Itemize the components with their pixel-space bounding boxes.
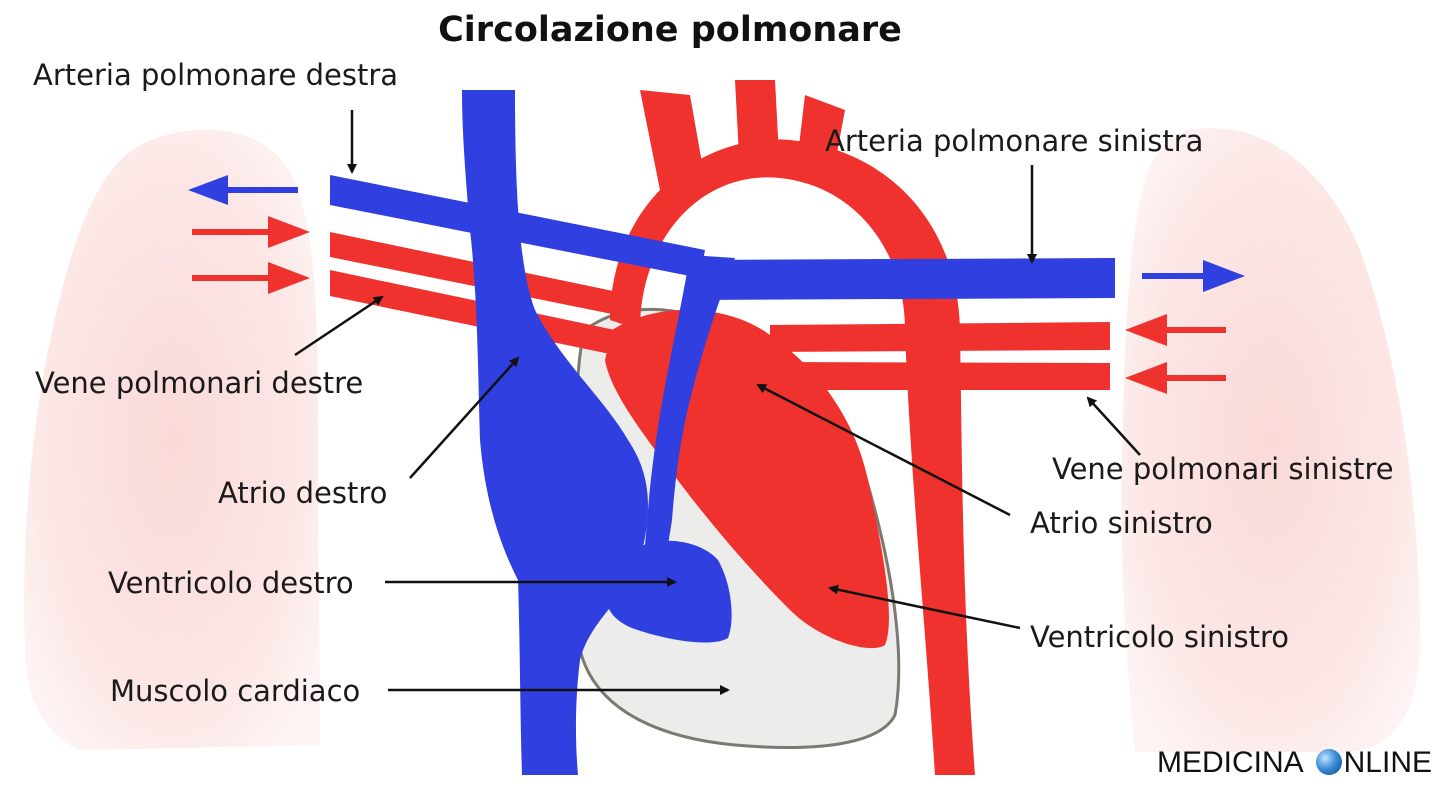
label-atrio-destro: Atrio destro bbox=[218, 476, 387, 510]
watermark-medicina-online: MEDICINA NLINE bbox=[1157, 746, 1432, 780]
flow-arrows-left bbox=[188, 175, 310, 294]
label-atrio-sinistro: Atrio sinistro bbox=[1030, 506, 1213, 540]
aortic-branches bbox=[640, 80, 845, 190]
label-ventricolo-sinistro: Ventricolo sinistro bbox=[1030, 620, 1289, 654]
label-arteria-polmonare-sinistra: Arteria polmonare sinistra bbox=[825, 124, 1203, 158]
globe-icon bbox=[1316, 749, 1342, 775]
pulmonary-artery-left bbox=[690, 258, 1115, 300]
label-arteria-polmonare-destra: Arteria polmonare destra bbox=[33, 58, 398, 92]
label-ventricolo-destro: Ventricolo destro bbox=[108, 566, 354, 600]
left-pulmonary-vein-lower bbox=[770, 362, 1110, 390]
label-vene-polmonari-sinistre: Vene polmonari sinistre bbox=[1052, 452, 1394, 486]
left-pulmonary-vein-upper bbox=[770, 322, 1110, 352]
left-lung bbox=[1122, 128, 1421, 752]
aorta-descending bbox=[905, 330, 975, 775]
label-muscolo-cardiaco: Muscolo cardiaco bbox=[110, 674, 360, 708]
watermark-text-nline: NLINE bbox=[1344, 746, 1432, 779]
label-vene-polmonari-destre: Vene polmonari destre bbox=[35, 366, 363, 400]
diagram-title: Circolazione polmonare bbox=[0, 8, 1340, 52]
watermark-text-medicina: MEDICINA bbox=[1157, 746, 1304, 779]
